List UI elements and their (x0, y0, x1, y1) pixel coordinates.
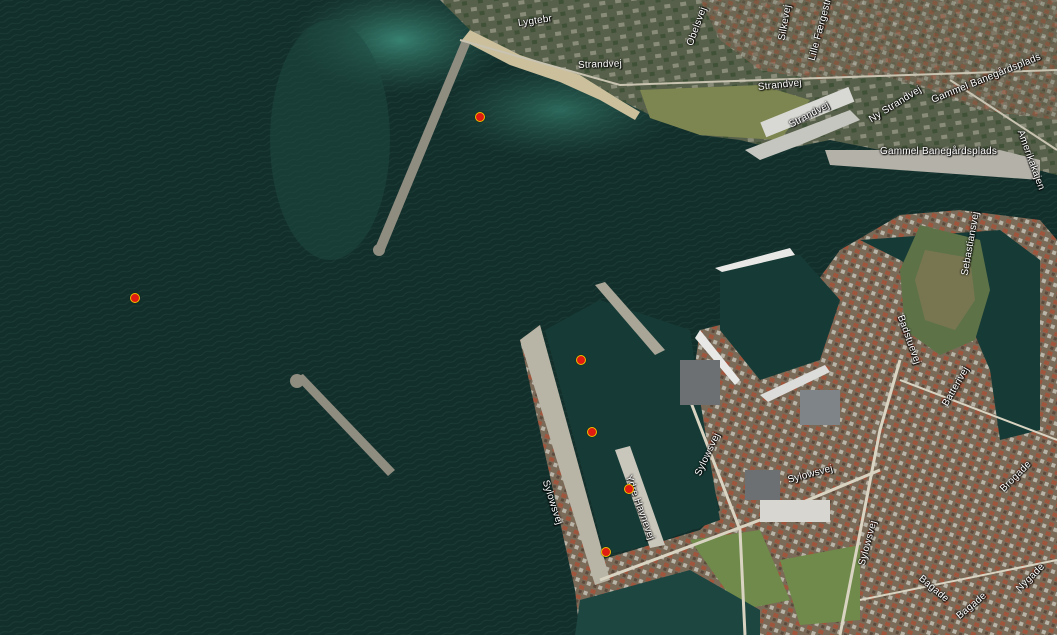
street-label-gammel-banegaardsplads: Gammel Banegårdsplads (880, 146, 998, 157)
street-label-strandvej: Strandvej (577, 58, 623, 71)
map-marker-point[interactable] (475, 112, 485, 122)
map-marker-point[interactable] (601, 547, 611, 557)
map-marker-point[interactable] (624, 484, 634, 494)
map-marker-point[interactable] (130, 293, 140, 303)
map-marker-point[interactable] (587, 427, 597, 437)
map-marker-point[interactable] (576, 355, 586, 365)
